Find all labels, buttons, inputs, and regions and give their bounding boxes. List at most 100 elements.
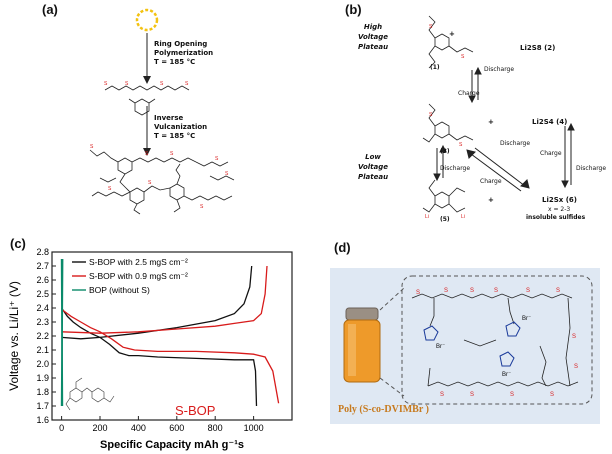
svg-text:S: S — [444, 288, 448, 294]
cmpd5-label: (5) — [440, 216, 450, 223]
x-tick-label: 200 — [92, 423, 107, 433]
svg-text:S: S — [225, 171, 229, 177]
polymer-chains — [411, 293, 579, 387]
y-tick-label: 1.6 — [36, 415, 49, 425]
step2-temp: T = 185 °C — [154, 132, 196, 140]
y-tick-label: 2.8 — [36, 247, 49, 257]
x-tick-label: 1000 — [244, 423, 264, 433]
svg-text:S: S — [440, 392, 444, 398]
svg-text:S: S — [215, 156, 219, 162]
callout-box — [401, 275, 593, 405]
step2-line2: Vulcanization — [154, 123, 208, 131]
svg-text:S: S — [148, 180, 152, 186]
series-lines — [60, 258, 280, 407]
dvib-molecule — [128, 98, 156, 116]
y-tick-label: 2.4 — [36, 303, 49, 313]
svg-text:S: S — [200, 204, 204, 210]
high-voltage-plateau: High Voltage Plateau — [358, 23, 389, 51]
x-tick-label: 400 — [131, 423, 146, 433]
polysulfur-chain — [104, 85, 190, 91]
li2s4-label: Li2S4 (4) — [532, 118, 568, 126]
cmpd1-label: (1) — [430, 64, 440, 71]
y-tick-label: 1.9 — [36, 373, 49, 383]
y-tick-label: 2.2 — [36, 331, 49, 341]
b-charge-3: Charge — [540, 150, 562, 157]
arrows-4-6 — [561, 122, 575, 189]
series-1-discharge-line — [61, 307, 258, 407]
bromide-3: Br⁻ — [502, 372, 511, 378]
s8-ring — [135, 8, 159, 32]
b-discharge-4: Discharge — [440, 165, 471, 172]
svg-text:S: S — [90, 144, 94, 150]
y-tick-label: 2.0 — [36, 359, 49, 369]
svg-text:S: S — [459, 142, 463, 148]
insoluble-label: insoluble sulfides — [526, 214, 586, 221]
legend: S-BOP with 2.5 mgS cm⁻² S-BOP with 0.9 m… — [72, 257, 188, 295]
y-tick-label: 1.7 — [36, 401, 49, 411]
legend-series-2: S-BOP with 0.9 mgS cm⁻² — [89, 271, 188, 281]
b-discharge-2: Discharge — [500, 140, 531, 147]
y-axis-ticks: 1.61.71.81.92.02.12.22.32.42.52.62.72.8 — [36, 247, 56, 425]
polymer-caption: Poly (S-co-DVIMBr ) — [338, 404, 429, 415]
step1-text: Ring Opening Polymerization T = 185 °C — [154, 40, 213, 67]
bromide-2: Br⁻ — [436, 344, 445, 350]
callout-line-top — [379, 287, 405, 311]
svg-text:S: S — [470, 288, 474, 294]
svg-text:S: S — [429, 24, 433, 30]
panel-a-label: (a) — [42, 2, 58, 17]
legend-series-3: BOP (without S) — [89, 285, 150, 295]
b-plus-2: + — [488, 118, 494, 126]
step1-line2: Polymerization — [154, 49, 214, 57]
arrows-1-3 — [468, 66, 482, 104]
svg-text:S: S — [145, 151, 149, 157]
svg-text:S: S — [185, 81, 189, 87]
callout-line-bottom — [379, 377, 405, 397]
x-axis-label: Specific Capacity mAh g⁻¹s — [100, 439, 244, 451]
svg-text:S: S — [125, 81, 129, 87]
inset-structure — [65, 377, 115, 411]
series-2-discharge-line — [61, 308, 280, 404]
panel-b-label: (b) — [345, 2, 362, 17]
series-3-charge-line — [60, 258, 64, 407]
y-tick-label: 2.7 — [36, 261, 49, 271]
y-tick-label: 2.6 — [36, 275, 49, 285]
step2-text: Inverse Vulcanization T = 185 °C — [154, 114, 207, 141]
s-bop-inset-label: S-BOP — [175, 403, 215, 418]
svg-text:S: S — [108, 186, 112, 192]
b-plus-1: + — [449, 30, 455, 38]
svg-text:S: S — [556, 288, 560, 294]
compound-5 — [422, 179, 466, 213]
x-tick-label: 0 — [59, 423, 64, 433]
series-2-charge-line — [61, 265, 268, 334]
crosslinked-network — [89, 149, 235, 215]
b-plus-3: + — [488, 196, 494, 204]
y-tick-label: 1.8 — [36, 387, 49, 397]
svg-text:Li: Li — [461, 214, 465, 220]
panel-c-label: (c) — [10, 236, 26, 251]
li2s8-label: Li2S8 (2) — [520, 44, 556, 52]
cmpd3-label: (3) — [440, 148, 450, 155]
series-1-charge-line — [61, 265, 253, 340]
b-charge-2: Charge — [480, 178, 502, 185]
sample-jar — [343, 307, 381, 383]
x-tick-label: 600 — [169, 423, 184, 433]
voltage-profile-chart: 1.61.71.81.92.02.12.22.32.42.52.62.72.8 … — [7, 247, 293, 451]
step2-line1: Inverse — [154, 114, 184, 122]
svg-text:Li: Li — [425, 214, 429, 220]
b-discharge-1: Discharge — [484, 66, 515, 73]
y-axis-label: Voltage vs. Li/Li⁺ (V) — [7, 281, 21, 391]
legend-series-1: S-BOP with 2.5 mgS cm⁻² — [89, 257, 188, 267]
arrows-3-6 — [466, 147, 530, 192]
svg-text:S: S — [526, 288, 530, 294]
li2sx-label: Li2Sx (6) — [542, 196, 577, 204]
step1-temp: T = 185 °C — [154, 58, 196, 66]
svg-text:S: S — [416, 290, 420, 296]
svg-text:S: S — [429, 112, 433, 118]
arrows-3-5 — [433, 144, 447, 182]
svg-text:S: S — [160, 81, 164, 87]
svg-text:S: S — [574, 364, 578, 370]
x-range-label: x = 2-3 — [548, 206, 571, 213]
